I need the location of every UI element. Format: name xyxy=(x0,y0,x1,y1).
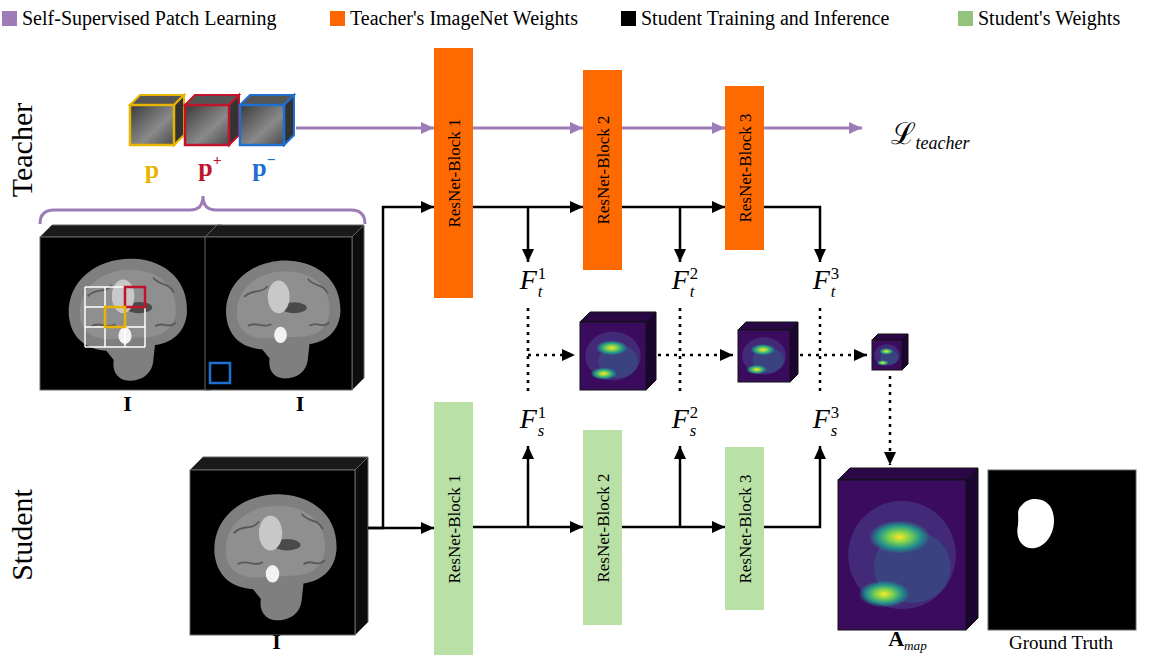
block-label: ResNet-Block 1 xyxy=(445,118,462,227)
math-text: p xyxy=(252,152,266,181)
math-text: F xyxy=(813,264,830,295)
legend-swatch xyxy=(330,11,345,26)
math-label: Student xyxy=(7,489,37,581)
connector-arrow xyxy=(473,526,583,529)
math-text: map xyxy=(904,638,927,653)
block-label: ResNet-Block 2 xyxy=(594,115,611,224)
math-text: Student xyxy=(5,489,38,581)
legend-item: Student's Weights xyxy=(958,7,1120,29)
math-text: + xyxy=(213,151,222,168)
math-label: F3t xyxy=(813,265,840,300)
image-label: Amap xyxy=(888,628,927,652)
script-stack: 1s xyxy=(538,404,546,439)
legend-swatch xyxy=(2,11,17,26)
block-label: ResNet-Block 3 xyxy=(736,113,753,222)
block-label: ResNet-Block 3 xyxy=(736,474,753,583)
connector-arrow xyxy=(473,127,583,130)
image-volume: Ground Truth xyxy=(982,462,1140,654)
math-text: ℒ xyxy=(891,117,916,150)
math-text: − xyxy=(267,151,276,168)
math-label: F2t xyxy=(672,265,699,300)
math-text: A xyxy=(888,626,904,651)
connector-arrow xyxy=(622,206,725,209)
math-text: I xyxy=(296,391,305,416)
math-label: F1s xyxy=(520,404,547,439)
script-stack: 2t xyxy=(690,265,698,300)
resnet-block: ResNet-Block 1 xyxy=(434,402,473,655)
math-text: 1 xyxy=(538,404,546,422)
math-text: F xyxy=(672,264,689,295)
legend-item: Student Training and Inference xyxy=(621,7,889,29)
math-text: F xyxy=(520,264,537,295)
math-text: I xyxy=(123,391,132,416)
math-label: F3s xyxy=(813,404,840,439)
math-label: F2s xyxy=(672,404,699,439)
math-text: I xyxy=(272,629,281,654)
legend-item: Teacher's ImageNet Weights xyxy=(330,7,578,29)
math-text: Ground Truth xyxy=(1009,632,1113,653)
connector-arrow xyxy=(622,127,725,130)
image-volume: I xyxy=(230,222,370,417)
math-label: p− xyxy=(252,152,275,181)
image-volume: I xyxy=(185,453,368,655)
connector-arrow xyxy=(368,527,434,530)
legend-text: Teacher's ImageNet Weights xyxy=(350,7,578,29)
legend-text: Student Training and Inference xyxy=(641,7,889,29)
math-text: s xyxy=(690,422,697,440)
math-label: p xyxy=(145,157,159,183)
legend-text: Self-Supervised Patch Learning xyxy=(22,7,276,29)
resnet-block: ResNet-Block 2 xyxy=(583,430,622,625)
math-text: p xyxy=(145,155,159,184)
math-text: teacher xyxy=(916,134,970,154)
block-label: ResNet-Block 2 xyxy=(594,473,611,582)
math-text: t xyxy=(538,283,543,301)
legend-item: Self-Supervised Patch Learning xyxy=(2,7,276,29)
math-text: s xyxy=(538,422,545,440)
image-label: I xyxy=(272,631,281,653)
math-text: 2 xyxy=(690,404,698,422)
image-label: I xyxy=(296,393,305,415)
math-label: F1t xyxy=(520,265,547,300)
math-text: 3 xyxy=(831,265,839,283)
image-volume: Amap xyxy=(835,462,980,654)
math-text: Teacher xyxy=(5,103,38,197)
math-text: t xyxy=(690,283,695,301)
image-volume: I xyxy=(40,222,215,417)
connector-arrow xyxy=(368,207,434,528)
math-text: F xyxy=(672,403,689,434)
math-text: 2 xyxy=(690,265,698,283)
math-label: p+ xyxy=(198,152,221,181)
connector-arrow xyxy=(473,206,583,209)
math-text: s xyxy=(831,422,838,440)
image-label: I xyxy=(123,393,132,415)
math-text: 1 xyxy=(538,265,546,283)
resnet-block: ResNet-Block 2 xyxy=(583,70,622,270)
legend-swatch xyxy=(621,11,636,26)
connector-arrow xyxy=(622,526,725,529)
block-label: ResNet-Block 1 xyxy=(445,474,462,583)
script-stack: 2s xyxy=(690,404,698,439)
image-label: Ground Truth xyxy=(1009,633,1113,652)
resnet-block: ResNet-Block 3 xyxy=(725,86,764,250)
math-label: ℒteacher xyxy=(891,119,970,152)
math-label: Teacher xyxy=(7,103,37,197)
script-stack: 3s xyxy=(831,404,839,439)
math-text: p xyxy=(198,152,212,181)
legend-text: Student's Weights xyxy=(978,7,1120,29)
resnet-block: ResNet-Block 1 xyxy=(434,48,473,298)
math-text: F xyxy=(813,403,830,434)
math-text: t xyxy=(831,283,836,301)
script-stack: 3t xyxy=(831,265,839,300)
math-text: F xyxy=(520,403,537,434)
script-stack: 1t xyxy=(538,265,546,300)
math-text: 3 xyxy=(831,404,839,422)
legend-swatch xyxy=(958,11,973,26)
resnet-block: ResNet-Block 3 xyxy=(725,447,764,610)
